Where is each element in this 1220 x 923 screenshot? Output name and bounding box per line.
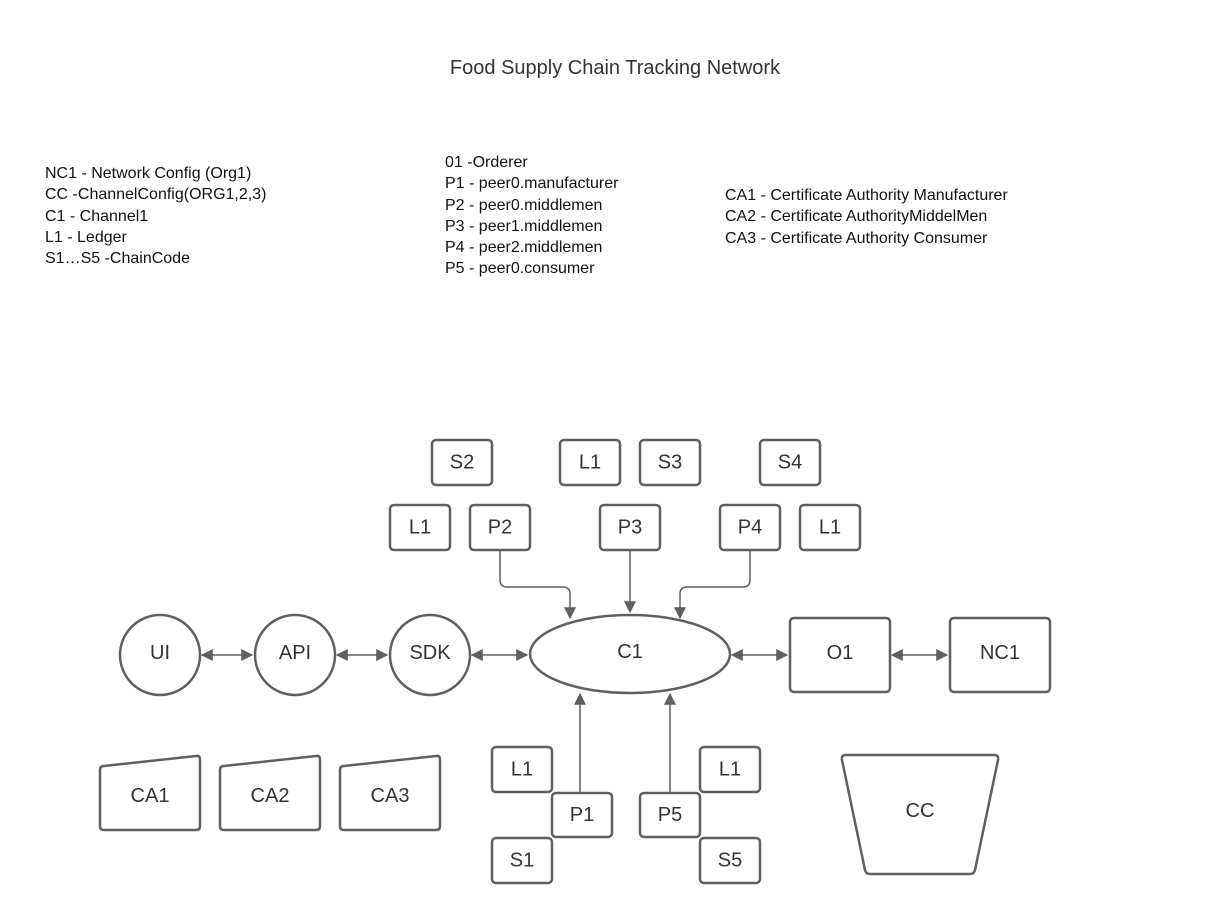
node-p5: P5 bbox=[638, 791, 702, 839]
legend-item: P2 - peer0.middlemen bbox=[445, 196, 603, 214]
svg-text:L1: L1 bbox=[819, 517, 841, 539]
svg-text:P4: P4 bbox=[738, 517, 762, 539]
node-l1-p5: L1 bbox=[698, 745, 762, 794]
svg-text:L1: L1 bbox=[719, 759, 741, 781]
node-ca2: CA2 bbox=[218, 754, 322, 832]
node-l1-top: L1 bbox=[558, 438, 622, 487]
node-sdk: SDK bbox=[388, 613, 472, 697]
svg-text:CA3: CA3 bbox=[371, 785, 410, 807]
legend-item: CA1 - Certificate Authority Manufacturer bbox=[725, 187, 1008, 204]
node-ui: UI bbox=[118, 613, 202, 697]
svg-text:API: API bbox=[279, 642, 311, 664]
svg-text:SDK: SDK bbox=[409, 642, 451, 664]
node-o1: O1 bbox=[788, 616, 892, 694]
legend-item: P3 - peer1.middlemen bbox=[445, 217, 603, 235]
node-l1-right: L1 bbox=[798, 503, 862, 552]
svg-text:O1: O1 bbox=[827, 642, 854, 664]
legend-certificate-authorities: CA1 - Certificate Authority Manufacturer… bbox=[725, 185, 1008, 249]
node-s2: S2 bbox=[430, 438, 494, 487]
svg-text:P5: P5 bbox=[658, 804, 682, 826]
svg-text:CC: CC bbox=[906, 800, 935, 822]
node-c1: C1 bbox=[528, 613, 732, 695]
edge-p4-c1 bbox=[674, 551, 751, 620]
node-p2: P2 bbox=[468, 503, 532, 552]
node-p4: P4 bbox=[718, 503, 782, 552]
node-api: API bbox=[253, 613, 337, 697]
legend-item: P5 - peer0.consumer bbox=[445, 260, 595, 278]
svg-text:CA2: CA2 bbox=[251, 785, 290, 807]
node-p3: P3 bbox=[598, 503, 662, 552]
svg-text:S4: S4 bbox=[778, 452, 802, 474]
node-s5: S5 bbox=[698, 836, 762, 885]
legend-item: CA3 - Certificate Authority Consumer bbox=[725, 229, 988, 247]
svg-text:NC1: NC1 bbox=[980, 642, 1020, 664]
legend-item: CC -ChannelConfig(ORG1,2,3) bbox=[45, 186, 267, 204]
svg-text:S2: S2 bbox=[450, 452, 474, 474]
svg-text:S3: S3 bbox=[658, 452, 682, 474]
node-ca1: CA1 bbox=[98, 754, 202, 832]
svg-text:L1: L1 bbox=[579, 452, 601, 474]
node-s4: S4 bbox=[758, 438, 822, 487]
legend-item: P1 - peer0.manufacturer bbox=[445, 175, 619, 193]
node-cc: CC bbox=[840, 753, 1000, 876]
legend-network-config: NC1 - Network Config (Org1) CC -ChannelC… bbox=[45, 163, 266, 269]
diagram-title: Food Supply Chain Tracking Network bbox=[449, 57, 781, 79]
svg-text:P2: P2 bbox=[488, 517, 512, 539]
svg-text:S5: S5 bbox=[718, 850, 742, 872]
legend-peers: 01 -Orderer P1 - peer0.manufacturer P2 -… bbox=[445, 152, 618, 280]
legend-item: CA2 - Certificate AuthorityMiddelMen bbox=[725, 208, 988, 226]
legend-item: C1 - Channel1 bbox=[45, 207, 149, 225]
node-s1: S1 bbox=[490, 836, 554, 885]
legend-item: S1…S5 -ChainCode bbox=[45, 250, 190, 268]
svg-text:P3: P3 bbox=[618, 517, 642, 539]
node-l1-p1: L1 bbox=[490, 745, 554, 794]
node-nc1: NC1 bbox=[948, 616, 1052, 694]
legend-item: NC1 - Network Config (Org1) bbox=[45, 165, 252, 182]
svg-text:L1: L1 bbox=[511, 759, 533, 781]
svg-text:C1: C1 bbox=[617, 641, 643, 663]
edge-p2-c1 bbox=[499, 551, 576, 620]
legend-item: 01 -Orderer bbox=[445, 154, 528, 171]
svg-text:CA1: CA1 bbox=[131, 785, 170, 807]
svg-text:P1: P1 bbox=[570, 804, 594, 826]
edges bbox=[200, 551, 949, 793]
legend-item: P4 - peer2.middlemen bbox=[445, 239, 603, 257]
legend-item: L1 - Ledger bbox=[45, 228, 127, 246]
svg-text:S1: S1 bbox=[510, 850, 534, 872]
node-l1-left: L1 bbox=[388, 503, 452, 552]
node-s3: S3 bbox=[638, 438, 702, 487]
svg-text:UI: UI bbox=[150, 642, 170, 664]
svg-text:L1: L1 bbox=[409, 517, 431, 539]
node-ca3: CA3 bbox=[338, 754, 442, 832]
node-p1: P1 bbox=[550, 791, 614, 839]
